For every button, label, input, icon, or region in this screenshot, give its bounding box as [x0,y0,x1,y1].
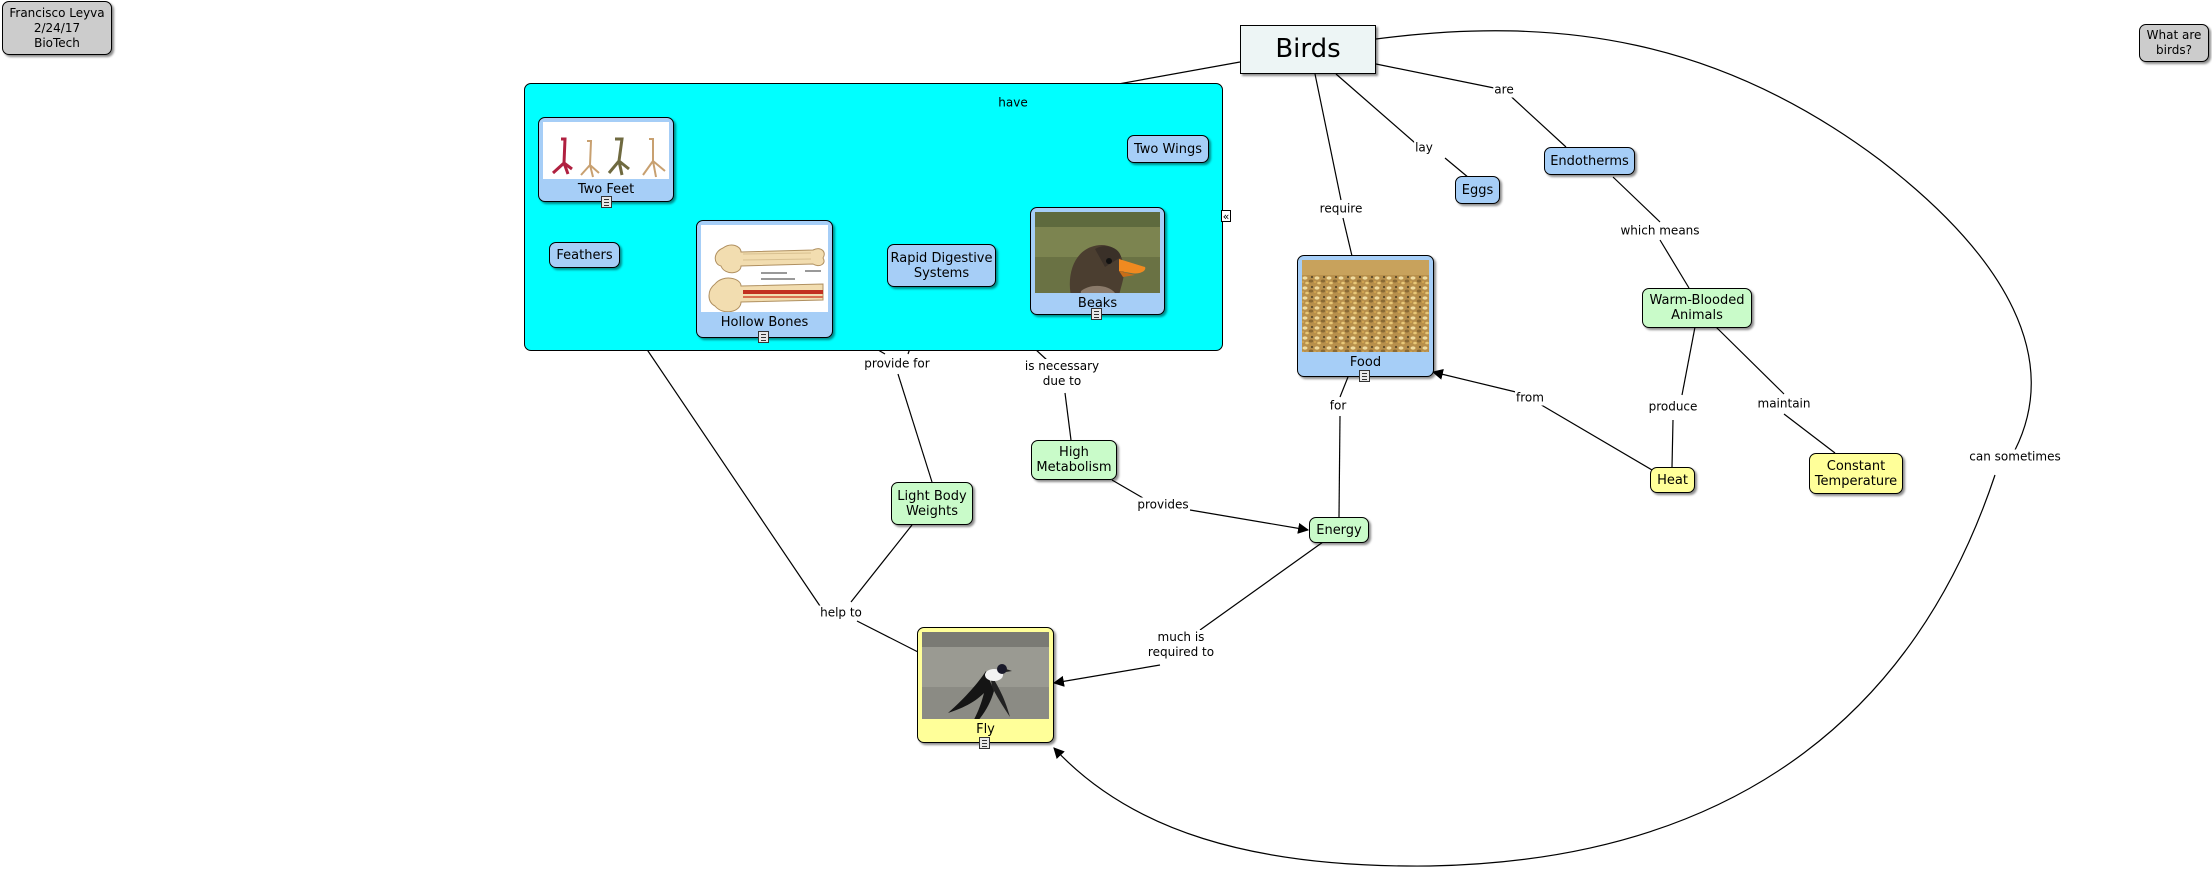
beaks-image [1035,212,1160,293]
hollow-bones-label: Hollow Bones [720,315,809,330]
link-provide-for: provide for [863,356,931,372]
link-is-necessary-due-to: is necessary due to [1023,359,1101,389]
concept-feathers[interactable]: Feathers [549,242,620,268]
link-help-to: help to [819,605,863,621]
focus-question-box: What are birds? [2139,24,2209,62]
concept-two-feet[interactable]: Two Feet [538,117,674,202]
link-lay: lay [1414,140,1434,156]
beaks-label: Beaks [1077,296,1118,311]
link-can-sometimes: can sometimes [1968,449,2062,465]
food-label: Food [1349,355,1382,370]
concept-high-metabolism[interactable]: High Metabolism [1031,440,1117,480]
attached-resource-icon[interactable] [979,737,990,749]
concept-food[interactable]: Food [1297,255,1434,377]
attached-resource-icon[interactable] [1091,308,1102,320]
concept-eggs[interactable]: Eggs [1455,176,1500,204]
link-which-means: which means [1619,223,1701,239]
link-for: for [1328,398,1348,414]
food-image [1302,260,1429,352]
concept-two-wings[interactable]: Two Wings [1127,135,1209,163]
two-feet-label: Two Feet [577,182,635,197]
collapse-group-icon[interactable]: « [1221,210,1231,223]
concept-endotherms[interactable]: Endotherms [1544,147,1635,175]
main-concept-birds[interactable]: Birds [1240,25,1376,74]
concept-fly[interactable]: Fly [917,627,1054,743]
concept-heat[interactable]: Heat [1650,467,1695,493]
link-provides: provides [1136,497,1190,513]
concept-rapid-digestive-systems[interactable]: Rapid Digestive Systems [887,244,996,287]
concept-beaks[interactable]: Beaks [1030,207,1165,315]
link-much-is-required-to: much is required to [1146,630,1216,660]
link-have: have [997,95,1029,111]
concept-hollow-bones[interactable]: Hollow Bones [696,220,833,338]
fly-label: Fly [976,722,995,737]
link-produce: produce [1647,399,1699,415]
link-from: from [1515,390,1545,406]
attached-resource-icon[interactable] [758,331,769,343]
attached-resource-icon[interactable] [601,196,612,208]
fly-image [922,632,1049,719]
attached-resource-icon[interactable] [1359,370,1370,382]
concept-energy[interactable]: Energy [1309,517,1369,543]
hollow-bones-image [701,225,828,312]
link-require: require [1318,201,1364,217]
concept-light-body-weights[interactable]: Light Body Weights [891,482,973,525]
concept-constant-temperature[interactable]: Constant Temperature [1809,453,1903,494]
two-feet-image [543,122,669,179]
author-info-box: Francisco Leyva 2/24/17 BioTech [2,1,112,55]
link-are: are [1493,82,1515,98]
link-maintain: maintain [1756,396,1812,412]
concept-warm-blooded-animals[interactable]: Warm-Blooded Animals [1642,288,1752,328]
